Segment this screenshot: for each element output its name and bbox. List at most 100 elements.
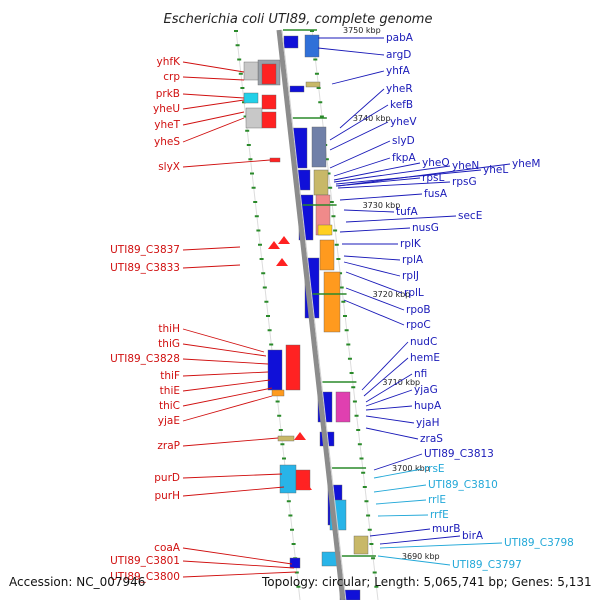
- kbp-label: 3700 kbp: [392, 464, 430, 473]
- feature-block: [319, 239, 335, 271]
- strand-tick: [369, 543, 374, 545]
- strand-tick: [334, 243, 339, 246]
- strand-tick: [310, 30, 314, 32]
- left-gene-leader: [182, 571, 297, 578]
- feature-tracks: [234, 29, 379, 600]
- left-gene-label: coaA: [154, 542, 181, 554]
- right-gene-leader: [373, 468, 423, 479]
- right-gene-leader: [343, 209, 395, 213]
- left-gene-label: thiG: [158, 338, 180, 350]
- strand-tick: [243, 115, 248, 118]
- right-gene-leader: [345, 215, 457, 223]
- feature-block: [289, 557, 301, 569]
- strand-tick: [349, 372, 354, 374]
- right-gene-label: tufA: [396, 206, 418, 218]
- strand-tick: [326, 172, 331, 175]
- feature-block: [261, 111, 277, 129]
- right-gene-leader: [377, 514, 429, 517]
- right-gene-leader: [333, 162, 421, 181]
- reverse-arrow: [300, 482, 312, 490]
- strand-tick: [264, 300, 269, 303]
- right-gene-label: hupA: [414, 400, 442, 412]
- strand-tick: [261, 272, 266, 275]
- right-gene-label: nusG: [412, 222, 439, 234]
- strand-tick: [277, 414, 282, 417]
- strand-tick: [251, 186, 256, 189]
- strand-tick: [357, 443, 362, 446]
- right-gene-leader: [365, 415, 415, 424]
- left-gene-leader: [182, 379, 271, 392]
- left-gene-leader: [182, 387, 273, 407]
- right-gene-leader: [345, 287, 405, 311]
- right-gene-label: fkpA: [392, 152, 416, 164]
- left-gene-leader: [182, 76, 245, 81]
- right-gene-label: rpsL: [422, 172, 444, 184]
- kbp-label: 3720 kbp: [373, 290, 411, 299]
- reverse-arrow: [276, 258, 288, 266]
- strand-tick: [361, 471, 366, 474]
- strand-tick: [238, 72, 243, 75]
- left-gene-label: yheS: [154, 136, 180, 148]
- right-gene-leader: [343, 299, 405, 326]
- right-gene-leader: [365, 389, 413, 407]
- right-gene-leader: [363, 357, 409, 397]
- feature-block: [317, 224, 333, 236]
- strand-tick: [347, 357, 352, 360]
- right-gene-leader: [317, 47, 385, 56]
- genome-summary-label: Topology: circular; Length: 5,065,741 bp…: [262, 575, 592, 589]
- feature-block: [335, 391, 351, 423]
- right-gene-label: fusA: [424, 188, 448, 200]
- left-gene-label: thiE: [160, 385, 180, 397]
- left-gene-leader: [182, 246, 241, 251]
- left-gene-label: thiF: [160, 370, 180, 382]
- strand-tick: [259, 258, 264, 260]
- feature-block: [243, 61, 259, 81]
- right-gene-label: rrfE: [430, 509, 449, 521]
- right-gene-leader: [333, 157, 391, 177]
- left-gene-label: yheU: [153, 103, 180, 115]
- right-gene-leader: [331, 70, 385, 85]
- right-gene-leader: [365, 405, 413, 411]
- strand-tick: [275, 400, 280, 403]
- strand-tick: [364, 500, 369, 503]
- left-gene-leader: [182, 343, 267, 357]
- accession-label: Accession: NC_007946: [9, 575, 146, 589]
- strand-tick: [245, 129, 250, 132]
- kbp-label: 3750 kbp: [343, 26, 381, 35]
- right-gene-label: rrsE: [424, 463, 445, 475]
- strand-tick: [291, 543, 296, 545]
- feature-block: [304, 34, 320, 58]
- strand-tick: [234, 30, 238, 32]
- right-gene-leader: [377, 555, 451, 566]
- left-gene-label: purH: [154, 490, 180, 502]
- backbone-edge: [281, 29, 347, 600]
- strand-tick: [256, 229, 261, 232]
- feature-block: [271, 389, 285, 397]
- left-gene-leader: [182, 111, 245, 126]
- right-gene-label: yhfA: [386, 65, 411, 77]
- strand-tick: [354, 414, 359, 417]
- left-gene-leader: [182, 117, 245, 143]
- left-gene-leader: [182, 93, 245, 99]
- right-gene-label: birA: [462, 530, 484, 542]
- map-title: Escherichia coli UTI89, complete genome: [164, 12, 433, 27]
- right-gene-label: argD: [386, 49, 411, 61]
- left-gene-label: purD: [154, 472, 180, 484]
- strand-tick: [248, 158, 253, 161]
- kbp-label: 3730 kbp: [363, 201, 401, 210]
- right-gene-label: rpsG: [452, 176, 477, 188]
- strand-tick: [237, 58, 242, 61]
- kbp-label: 3740 kbp: [353, 114, 391, 123]
- strand-tick: [294, 571, 299, 574]
- right-gene-label: kefB: [390, 99, 413, 111]
- right-gene-leader: [365, 427, 419, 440]
- right-gene-leader: [339, 88, 385, 129]
- feature-block: [277, 435, 295, 442]
- feature-block: [289, 85, 305, 93]
- reverse-arrow: [294, 432, 306, 440]
- right-gene-leader: [329, 140, 391, 169]
- left-gene-label: prkB: [156, 88, 180, 100]
- right-gene-label: yheM: [512, 158, 540, 170]
- feature-block: [279, 464, 297, 494]
